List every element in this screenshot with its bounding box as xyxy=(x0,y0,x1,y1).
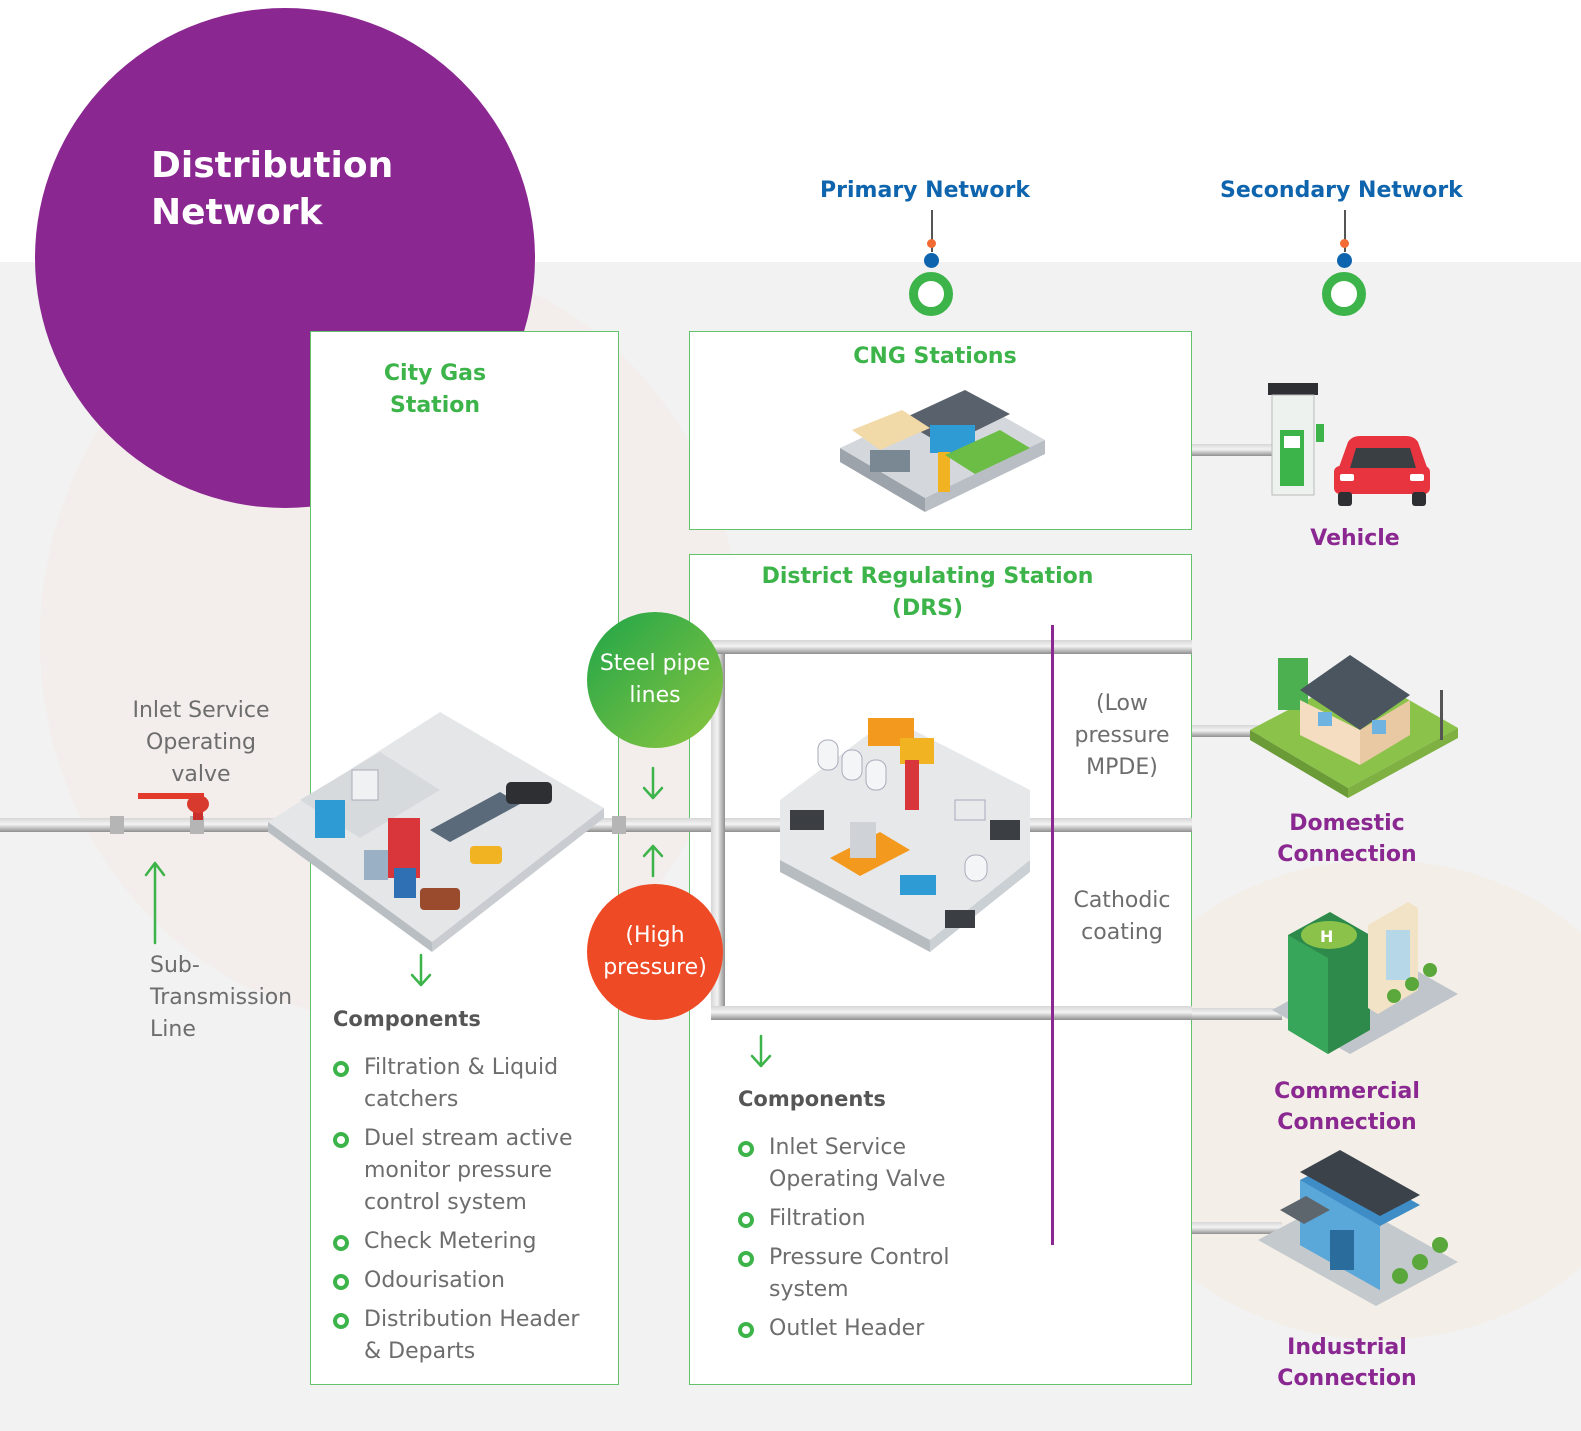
component-label: Outlet Header xyxy=(769,1316,925,1341)
component-item: Check Metering xyxy=(333,1226,603,1258)
primary-network-dot xyxy=(924,253,939,268)
component-label: Filtration xyxy=(769,1206,866,1231)
bullet-icon xyxy=(333,1313,349,1329)
primary-network-marker-icon xyxy=(909,272,953,316)
inlet-valve-icon xyxy=(138,793,209,820)
city-gas-components-list: Filtration & Liquid catchers Duel stream… xyxy=(333,1052,603,1375)
city-gas-station-illustration-icon xyxy=(268,712,604,952)
primary-network-dot xyxy=(927,239,936,248)
drs-components-heading: Components xyxy=(738,1087,886,1111)
bullet-icon xyxy=(738,1141,754,1157)
hospital-illustration-icon: H xyxy=(1272,902,1458,1054)
industrial-pipe xyxy=(1192,1222,1282,1234)
domestic-pipe xyxy=(1192,725,1262,737)
pipe-branch-top xyxy=(711,640,1192,654)
vehicle-label: Vehicle xyxy=(1310,526,1400,551)
component-label: Pressure Control system xyxy=(769,1245,950,1302)
low-pressure-note: (Low pressure MPDE) xyxy=(1074,691,1170,780)
commercial-connection-label: Commercial Connection xyxy=(1274,1079,1420,1135)
drs-divider-line xyxy=(1051,625,1054,1245)
component-item: Inlet Service Operating Valve xyxy=(738,1132,978,1196)
industrial-connection-label: Industrial Connection xyxy=(1277,1335,1417,1391)
component-item: Outlet Header xyxy=(738,1313,978,1345)
component-label: Check Metering xyxy=(364,1229,537,1254)
component-item: Pressure Control system xyxy=(738,1242,978,1306)
arrow-up-icon xyxy=(642,844,664,878)
sub-transmission-label: Sub- Transmission Line xyxy=(150,953,293,1042)
commercial-pipe xyxy=(1192,1008,1282,1020)
domestic-connection-label: Domestic Connection xyxy=(1277,811,1417,867)
steel-pipe-lines-badge: Steel pipe lines xyxy=(587,612,723,748)
component-label: Distribution Header & Departs xyxy=(364,1307,580,1364)
component-label: Odourisation xyxy=(364,1268,505,1293)
bullet-icon xyxy=(333,1061,349,1077)
arrow-down-icon xyxy=(642,766,664,800)
secondary-network-stem xyxy=(1344,210,1346,252)
cathodic-coating-note: Cathodic coating xyxy=(1073,888,1171,945)
drs-plant-illustration-icon xyxy=(780,718,1030,952)
svg-text:H: H xyxy=(1320,927,1333,946)
secondary-network-label: Secondary Network xyxy=(1220,178,1463,203)
component-item: Filtration xyxy=(738,1203,978,1235)
component-label: Filtration & Liquid catchers xyxy=(364,1055,559,1112)
pipe-joint xyxy=(612,816,626,834)
inlet-valve-label: Inlet Service Operating valve xyxy=(132,698,270,787)
drs-title: District Regulating Station (DRS) xyxy=(761,564,1094,621)
pipe-joint xyxy=(110,816,124,834)
component-item: Odourisation xyxy=(333,1265,603,1297)
cng-pipe xyxy=(1192,444,1272,456)
arrow-up-icon xyxy=(144,861,166,945)
pipe-branch-bottom xyxy=(711,1006,1192,1020)
component-item: Filtration & Liquid catchers xyxy=(333,1052,603,1116)
component-label: Duel stream active monitor pressure cont… xyxy=(364,1126,573,1215)
bullet-icon xyxy=(333,1274,349,1290)
cng-stations-title: CNG Stations xyxy=(853,344,1017,369)
arrow-down-icon xyxy=(410,953,432,987)
pipe-joint xyxy=(190,816,204,834)
component-item: Distribution Header & Departs xyxy=(333,1304,603,1368)
cng-station-illustration-icon xyxy=(840,390,1045,512)
bullet-icon xyxy=(738,1212,754,1228)
bullet-icon xyxy=(738,1322,754,1338)
vehicle-illustration-icon xyxy=(1268,383,1430,506)
high-pressure-badge: (High pressure) xyxy=(587,884,723,1020)
house-illustration-icon xyxy=(1250,655,1458,798)
primary-network-label: Primary Network xyxy=(820,178,1030,203)
secondary-network-dot xyxy=(1340,239,1349,248)
secondary-network-dot xyxy=(1337,253,1352,268)
primary-network-stem xyxy=(931,210,933,252)
secondary-network-marker-icon xyxy=(1322,272,1366,316)
page-title: Distribution Network xyxy=(151,145,394,233)
industrial-building-illustration-icon xyxy=(1258,1150,1458,1306)
component-item: Duel stream active monitor pressure cont… xyxy=(333,1123,603,1219)
component-label: Inlet Service Operating Valve xyxy=(769,1135,946,1192)
drs-components-list: Inlet Service Operating Valve Filtration… xyxy=(738,1132,978,1352)
arrow-down-icon xyxy=(750,1034,772,1068)
city-gas-station-title: City Gas Station xyxy=(383,361,487,418)
bullet-icon xyxy=(738,1251,754,1267)
bullet-icon xyxy=(333,1235,349,1251)
drs-panel xyxy=(689,554,1192,1385)
city-gas-components-heading: Components xyxy=(333,1007,481,1031)
bullet-icon xyxy=(333,1132,349,1148)
